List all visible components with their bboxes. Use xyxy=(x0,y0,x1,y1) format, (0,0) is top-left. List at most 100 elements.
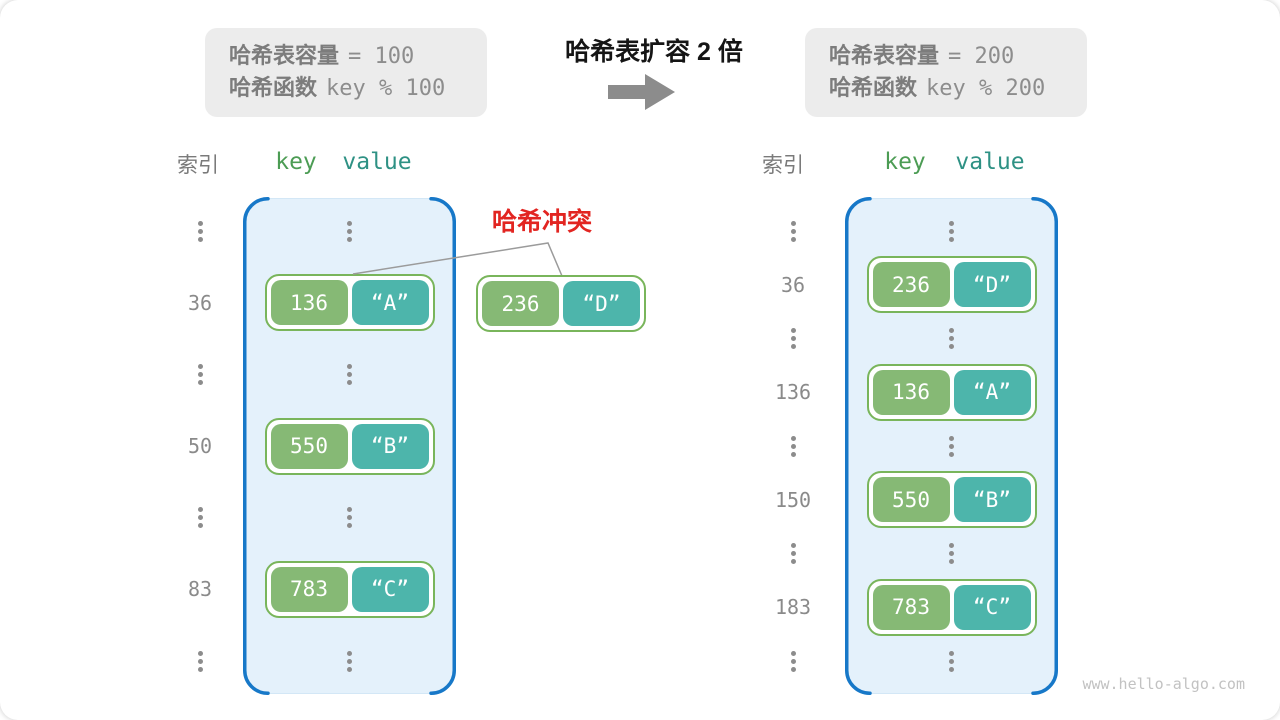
dot xyxy=(790,451,796,457)
dot xyxy=(197,371,203,377)
collision-pair: 236 “D” xyxy=(476,275,646,332)
ellipsis-dots xyxy=(195,650,205,672)
dot xyxy=(347,371,352,377)
ellipsis-dots xyxy=(788,543,798,564)
left-index-header: 索引 xyxy=(177,154,219,177)
bucket-index-label: 136 xyxy=(774,380,812,405)
bucket-index-label: 36 xyxy=(780,272,806,297)
bucket-index-label: 83 xyxy=(187,577,213,602)
ellipsis-dots xyxy=(947,328,957,349)
dot xyxy=(790,551,796,556)
resize-title: 哈希表扩容 2 倍 xyxy=(565,38,743,66)
dot xyxy=(949,650,954,656)
dot xyxy=(790,666,796,672)
collision-key-cell: 236 xyxy=(482,281,559,326)
ellipsis-dots xyxy=(788,328,798,349)
left-key-header: key xyxy=(275,149,317,175)
dot xyxy=(949,220,954,226)
hash-function-label: 哈希函数 xyxy=(829,75,918,100)
dot xyxy=(790,328,796,333)
dot xyxy=(347,379,352,385)
left-value-header: value xyxy=(342,149,412,175)
ellipsis-dots xyxy=(788,435,798,457)
dot xyxy=(949,443,954,449)
dot xyxy=(790,336,796,341)
bucket-index-label: 150 xyxy=(774,487,812,512)
dot xyxy=(197,236,203,242)
value-cell: “C” xyxy=(351,566,429,612)
dot xyxy=(347,666,352,672)
dot xyxy=(790,228,796,234)
dot xyxy=(790,435,796,441)
dot xyxy=(197,379,203,385)
dot xyxy=(197,507,203,513)
key-cell: 550 xyxy=(872,477,950,523)
right-key-header: key xyxy=(884,149,926,175)
ellipsis-dots xyxy=(947,220,957,242)
ellipsis-dots xyxy=(195,363,205,385)
collision-label: 哈希冲突 xyxy=(492,208,593,236)
ellipsis-dots xyxy=(195,220,205,242)
key-cell: 136 xyxy=(270,280,348,326)
ellipsis-dots xyxy=(788,650,798,672)
key-cell: 783 xyxy=(270,566,348,612)
dot xyxy=(949,328,954,333)
dot xyxy=(347,523,352,529)
dot xyxy=(347,363,352,369)
hash-config-after: 哈希表容量= 200 哈希函数 key % 200 xyxy=(805,28,1087,117)
key-value-pair: 236“D” xyxy=(866,256,1037,314)
dot xyxy=(949,435,954,441)
dot xyxy=(949,658,954,664)
ellipsis-dots xyxy=(345,363,355,385)
ellipsis-dots xyxy=(345,650,355,672)
ellipsis-dots xyxy=(947,650,957,672)
capacity-value: = 100 xyxy=(348,44,415,69)
key-cell: 236 xyxy=(872,262,950,308)
ellipsis-dots xyxy=(947,543,957,564)
dot xyxy=(790,543,796,548)
dot xyxy=(790,658,796,664)
dot xyxy=(790,650,796,656)
hash-function-label: 哈希函数 xyxy=(229,75,318,100)
hash-function-value: key % 200 xyxy=(926,76,1046,101)
dot xyxy=(347,228,352,234)
hash-function-line: 哈希函数 key % 100 xyxy=(229,76,487,101)
dot xyxy=(790,443,796,449)
dot xyxy=(790,236,796,242)
bucket-index-label: 36 xyxy=(187,290,213,315)
dot xyxy=(347,658,352,664)
dot xyxy=(949,551,954,556)
right-index-header: 索引 xyxy=(762,154,804,177)
dot xyxy=(197,515,203,521)
ellipsis-dots xyxy=(345,507,355,529)
key-value-pair: 783“C” xyxy=(264,560,435,618)
hash-function-value: key % 100 xyxy=(326,76,446,101)
key-value-pair: 550“B” xyxy=(264,417,435,475)
key-value-pair: 783“C” xyxy=(866,578,1037,636)
key-cell: 783 xyxy=(872,584,950,630)
capacity-value: = 200 xyxy=(948,44,1015,69)
value-cell: “B” xyxy=(351,423,429,469)
capacity-line: 哈希表容量= 200 xyxy=(829,44,1087,69)
hash-config-before: 哈希表容量= 100 哈希函数 key % 100 xyxy=(205,28,487,117)
dot xyxy=(790,559,796,564)
dot xyxy=(949,543,954,548)
hash-function-line: 哈希函数 key % 200 xyxy=(829,76,1087,101)
key-cell: 550 xyxy=(270,423,348,469)
capacity-line: 哈希表容量= 100 xyxy=(229,44,487,69)
value-cell: “C” xyxy=(953,584,1031,630)
ellipsis-dots xyxy=(788,220,798,242)
key-value-pair: 136“A” xyxy=(866,363,1037,421)
dot xyxy=(197,523,203,529)
dot xyxy=(197,658,203,664)
dot xyxy=(197,363,203,369)
dot xyxy=(949,336,954,341)
value-cell: “D” xyxy=(953,262,1031,308)
value-cell: “A” xyxy=(351,280,429,326)
right-arrow-icon xyxy=(608,74,675,110)
dot xyxy=(347,220,352,226)
dot xyxy=(949,228,954,234)
dot xyxy=(197,666,203,672)
bucket-index-label: 50 xyxy=(187,434,213,458)
